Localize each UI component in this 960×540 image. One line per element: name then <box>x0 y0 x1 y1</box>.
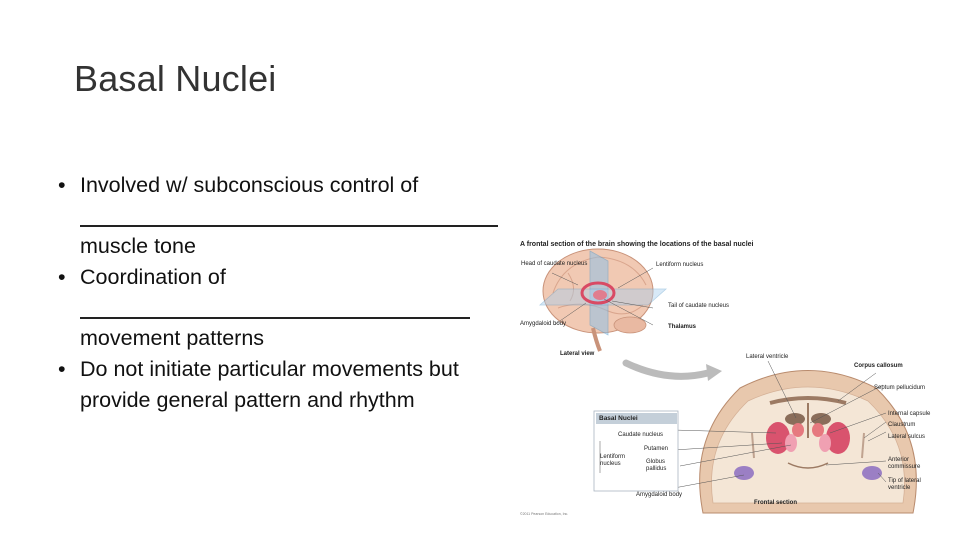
bullet-item: Involved w/ subconscious control of musc… <box>58 170 508 262</box>
basal-nuclei-figure: A frontal section of the brain showing t… <box>508 233 948 518</box>
label-lateral-sulcus: Lateral sulcus <box>888 434 926 440</box>
slide-title: Basal Nuclei <box>74 58 277 99</box>
label-claustrum: Claustrum <box>888 422 916 428</box>
copyright-text: ©2011 Pearson Education, Inc. <box>520 512 569 516</box>
fill-in-blank <box>80 201 498 227</box>
label-tail-caudate: Tail of caudate nucleus <box>668 303 730 309</box>
label-septum: Septum pellucidum <box>874 385 926 391</box>
label-lateral-ventricle: Lateral ventricle <box>746 354 789 360</box>
label-internal-capsule: Internal capsule <box>888 411 931 417</box>
key-lentiform: Lentiform nucleus <box>600 454 626 467</box>
fill-in-blank <box>80 293 470 319</box>
figure-heading: A frontal section of the brain showing t… <box>520 241 754 248</box>
bullet-text: Do not initiate particular movements but… <box>80 357 459 412</box>
frontal-brain <box>699 370 917 514</box>
bullet-text: Involved w/ subconscious control of <box>80 173 419 197</box>
label-anterior-commissure: Anterior commissure <box>888 457 921 470</box>
label-head-caudate: Head of caudate nucleus <box>521 261 588 267</box>
label-corpus-callosum: Corpus callosum <box>854 363 903 369</box>
key-globus: Globus pallidus <box>646 459 667 472</box>
label-frontal-section: Frontal section <box>754 500 798 506</box>
bullet-list: Involved w/ subconscious control of musc… <box>58 170 508 416</box>
label-amygdaloid-frontal: Amygdaloid body <box>636 492 683 498</box>
key-putamen: Putamen <box>644 446 669 452</box>
label-lentiform-lateral: Lentiform nucleus <box>656 262 704 268</box>
bullet-text: muscle tone <box>80 234 196 258</box>
bullet-text: Coordination of <box>80 265 226 289</box>
lateral-brain <box>538 248 668 352</box>
brain-illustration <box>538 248 917 514</box>
label-tip-ventricle: Tip of lateral ventricle <box>888 478 921 491</box>
key-caudate: Caudate nucleus <box>618 432 664 438</box>
bullet-text: movement patterns <box>80 326 265 350</box>
label-amygdaloid-lateral: Amygdaloid body <box>520 321 567 327</box>
bullet-item: Coordination of movement patterns <box>58 262 508 354</box>
label-thalamus: Thalamus <box>668 324 697 330</box>
key-title: Basal Nuclei <box>596 413 677 424</box>
bullet-item: Do not initiate particular movements but… <box>58 354 508 416</box>
label-lateral-view: Lateral view <box>560 351 595 357</box>
